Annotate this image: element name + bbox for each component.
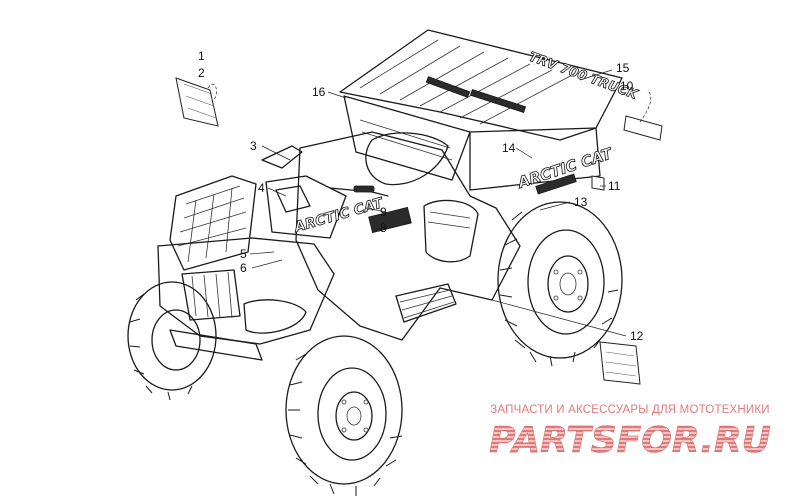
watermark-tagline: ЗАПЧАСТИ И АКСЕССУАРЫ ДЛЯ МОТОТЕХНИКИ: [490, 404, 770, 416]
leader-lines: [249, 69, 627, 337]
callout-numbers: 1 2 3 4 5 6 8 9 10 11 12 13 14 15 16: [198, 49, 644, 343]
callout-16: 16: [312, 85, 326, 99]
callout-2: 2: [198, 66, 205, 80]
front-right-wheel: [285, 335, 403, 496]
front-left-wheel: [127, 281, 217, 401]
callout-6: 6: [240, 261, 247, 275]
watermark-logo: PARTSFOR.RU: [489, 420, 771, 460]
callout-1: 1: [198, 49, 205, 63]
handlebar-pod: ARCTIC CAT: [261, 145, 389, 239]
callout-13: 13: [574, 195, 588, 209]
watermark: ЗАПЧАСТИ И АКСЕССУАРЫ ДЛЯ МОТОТЕХНИКИ PA…: [470, 404, 790, 460]
watermark-logo-text: PARTSFOR.RU: [489, 420, 771, 460]
callout-14: 14: [502, 141, 516, 155]
cargo-box: TRV 700 TRUCK ARCTIC CAT: [339, 29, 640, 195]
callout-12: 12: [630, 329, 644, 343]
atv-body: [295, 131, 521, 341]
callout-15: 15: [616, 61, 630, 75]
callout-8: 8: [380, 221, 387, 235]
front-fascia: [157, 237, 335, 361]
front-rack: [169, 175, 257, 271]
callout-4: 4: [258, 181, 265, 195]
callout-9: 9: [380, 205, 387, 219]
decal-12: [599, 341, 641, 385]
rear-wheel: [497, 201, 623, 367]
callout-11: 11: [608, 179, 621, 193]
decal-10: [623, 89, 663, 141]
decal-11: [591, 175, 605, 191]
callout-10: 10: [620, 79, 634, 93]
rear-rack-decal-text: TRV 700 TRUCK: [527, 50, 640, 103]
decal-1-2: [175, 77, 219, 127]
callout-3: 3: [250, 139, 257, 153]
callout-5: 5: [240, 247, 247, 261]
